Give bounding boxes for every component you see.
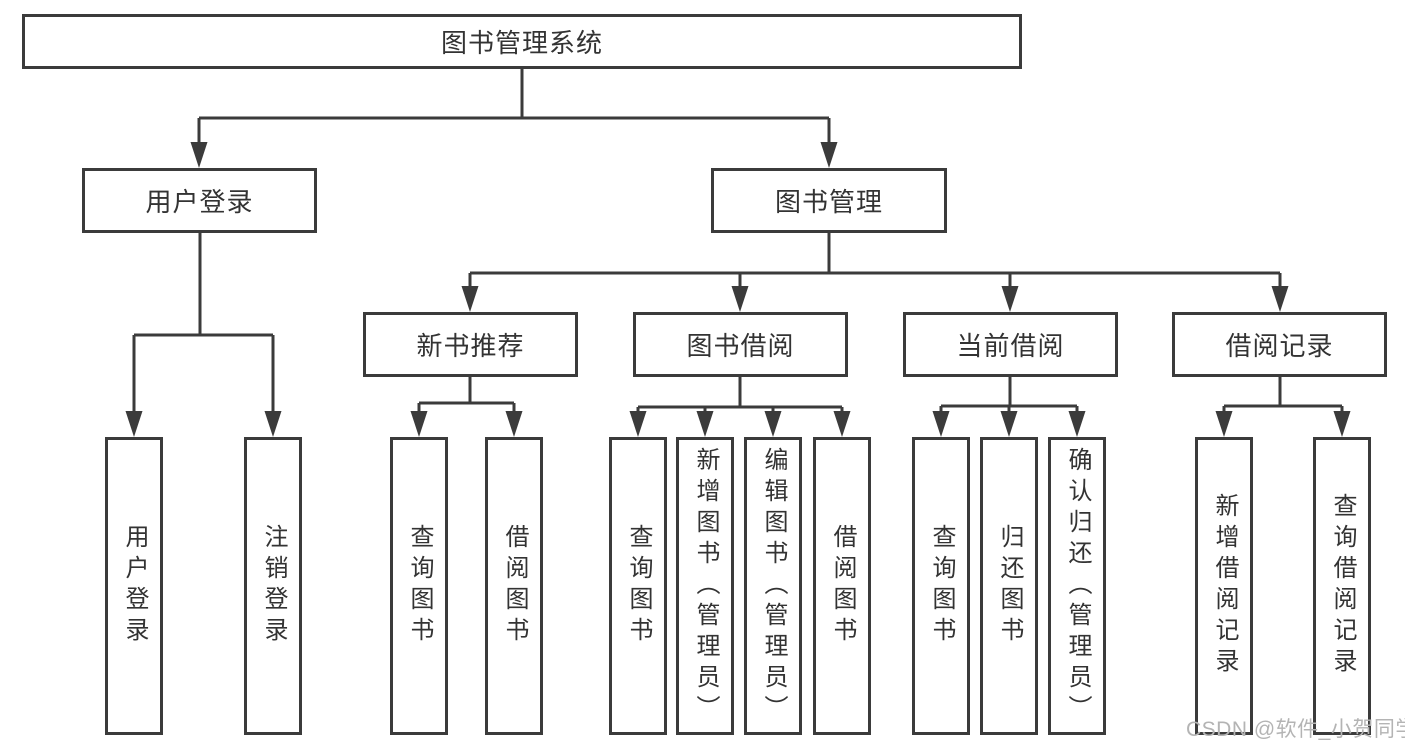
arrow-icon <box>461 286 479 312</box>
leaf-borrow-books-2: 借阅图书 <box>813 437 871 735</box>
node-book-borrowing: 图书借阅 <box>633 312 848 377</box>
node-label: 注销登录 <box>260 524 287 648</box>
leaf-add-borrow-record: 新增借阅记录 <box>1195 437 1253 735</box>
leaf-search-borrow-record: 查询借阅记录 <box>1313 437 1371 735</box>
arrow-icon <box>264 411 282 437</box>
node-label: 归还图书 <box>996 524 1023 648</box>
watermark: CSDN @软件_小贺同学 <box>1186 718 1405 741</box>
arrow-icon <box>410 411 428 437</box>
leaf-confirm-return-admin: 确认归还（管理员） <box>1048 437 1106 735</box>
node-label: 查询借阅记录 <box>1329 493 1356 679</box>
arrow-icon <box>629 411 647 437</box>
leaf-search-books-3: 查询图书 <box>912 437 970 735</box>
connector-user-login <box>132 233 275 414</box>
node-borrowing-records: 借阅记录 <box>1172 312 1387 377</box>
arrow-icon <box>932 411 950 437</box>
node-label: 新书推荐 <box>416 331 525 361</box>
node-label: 当前借阅 <box>956 331 1065 361</box>
node-label: 查询图书 <box>406 524 433 648</box>
node-label: 用户登录 <box>121 524 148 648</box>
arrow-icon <box>833 411 851 437</box>
node-label: 图书借阅 <box>686 331 795 361</box>
node-label: 查询图书 <box>928 524 955 648</box>
node-user-login: 用户登录 <box>82 168 317 233</box>
leaf-search-books-1: 查询图书 <box>390 437 448 735</box>
leaf-borrow-books-1: 借阅图书 <box>485 437 543 735</box>
arrow-icon <box>1333 411 1351 437</box>
arrow-icon <box>1271 286 1289 312</box>
leaf-return-books: 归还图书 <box>980 437 1038 735</box>
connector-new-book-recommendation <box>417 377 516 414</box>
arrow-icon <box>1068 411 1086 437</box>
node-label: 借阅图书 <box>829 524 856 648</box>
node-library-management-system: 图书管理系统 <box>22 14 1022 69</box>
leaf-add-books-admin: 新增图书（管理员） <box>676 437 734 735</box>
leaf-edit-books-admin: 编辑图书（管理员） <box>744 437 802 735</box>
node-current-borrowing: 当前借阅 <box>903 312 1118 377</box>
node-label: 编辑图书（管理员） <box>760 446 787 726</box>
arrow-icon <box>190 142 208 168</box>
node-label: 用户登录 <box>145 187 254 217</box>
arrow-icon <box>125 411 143 437</box>
node-label: 图书管理 <box>774 187 883 217</box>
arrowheads <box>125 142 1351 437</box>
arrow-icon <box>505 411 523 437</box>
arrow-icon <box>731 286 749 312</box>
node-new-book-recommendation: 新书推荐 <box>363 312 578 377</box>
node-label: 查询图书 <box>625 524 652 648</box>
leaf-search-books-2: 查询图书 <box>609 437 667 735</box>
node-label: 新增借阅记录 <box>1211 493 1238 679</box>
arrow-icon <box>1215 411 1233 437</box>
node-label: 新增图书（管理员） <box>692 446 719 726</box>
arrow-icon <box>1000 411 1018 437</box>
connector-book-management <box>468 233 1282 289</box>
arrow-icon <box>1001 286 1019 312</box>
node-label: 借阅图书 <box>501 524 528 648</box>
node-label: 确认归还（管理员） <box>1064 446 1091 726</box>
connector-current-borrowing <box>939 377 1079 414</box>
leaf-user-login: 用户登录 <box>105 437 163 735</box>
node-label: 借阅记录 <box>1225 331 1334 361</box>
connector-borrowing-records <box>1222 377 1344 414</box>
leaf-logout: 注销登录 <box>244 437 302 735</box>
node-book-management: 图书管理 <box>711 168 947 233</box>
arrow-icon <box>764 411 782 437</box>
connector-root <box>197 69 831 145</box>
arrow-icon <box>820 142 838 168</box>
arrow-icon <box>696 411 714 437</box>
connector-book-borrowing <box>636 377 844 414</box>
node-label: 图书管理系统 <box>440 28 603 58</box>
